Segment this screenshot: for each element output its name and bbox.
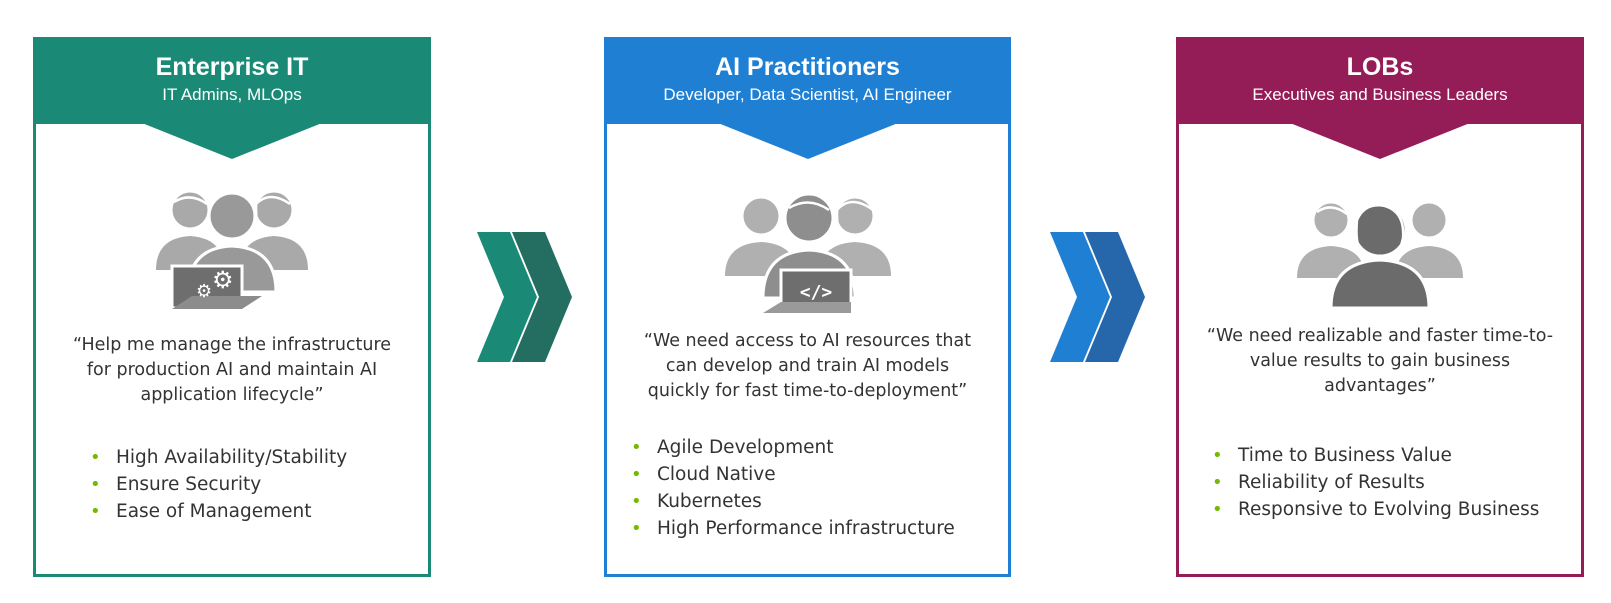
gear-icon: ⚙ <box>212 266 234 294</box>
list-item: • Reliability of Results <box>1212 469 1539 496</box>
persona-quote: “We need access to AI resources that can… <box>617 329 998 404</box>
header-pointer <box>712 121 903 159</box>
list-item-text: Responsive to Evolving Business <box>1238 499 1540 520</box>
bullet-dot: • <box>631 518 642 539</box>
needs-list: • Time to Business Value • Reliability of … <box>1212 442 1539 523</box>
quote-line: “We need realizable and faster time-to- <box>1206 326 1554 346</box>
list-item-text: Reliability of Results <box>1238 472 1425 493</box>
card-title: Enterprise IT <box>155 53 309 81</box>
gear-icon: ⚙ <box>196 281 212 302</box>
list-item: • Ensure Security <box>90 471 347 498</box>
business-leader-group-icon <box>1297 200 1463 308</box>
list-item-text: Ease of Management <box>116 501 312 522</box>
quote-line: “We need access to AI resources that <box>643 331 972 351</box>
card-subtitle: Executives and Business Leaders <box>1252 85 1508 104</box>
card-lobs: LOBs Executives and Business Leaders “We… <box>1176 37 1584 577</box>
header-pointer <box>1285 121 1475 159</box>
list-item-text: Ensure Security <box>116 474 262 495</box>
persona-quote: “We need realizable and faster time-to- … <box>1189 324 1571 399</box>
needs-list: • High Availability/Stability • Ensure Sec… <box>90 444 347 525</box>
list-item-text: High Performance infrastructure <box>657 518 955 539</box>
team-with-laptop-code-icon: </> <box>724 192 891 314</box>
list-item: • Time to Business Value <box>1212 442 1539 469</box>
bullet-dot: • <box>1212 445 1223 466</box>
bullet-dot: • <box>631 491 642 512</box>
card-ai-practitioners: AI Practitioners Developer, Data Scienti… <box>604 37 1011 577</box>
card-subtitle: Developer, Data Scientist, AI Engineer <box>663 85 952 104</box>
quote-line: quickly for fast time-to-deployment” <box>647 381 968 401</box>
card-header: Enterprise IT IT Admins, MLOps <box>33 37 431 159</box>
list-item: • Cloud Native <box>631 461 955 488</box>
list-item-text: Kubernetes <box>657 491 762 512</box>
card-header: LOBs Executives and Business Leaders <box>1176 37 1584 159</box>
card-title: AI Practitioners <box>715 53 900 81</box>
quote-line: advantages” <box>1324 376 1436 396</box>
list-item: • Agile Development <box>631 434 955 461</box>
card-title: LOBs <box>1346 53 1414 81</box>
bullet-dot: • <box>1212 472 1223 493</box>
persona-quote: “Help me manage the infrastructure for p… <box>46 333 418 408</box>
header-pointer <box>137 121 327 159</box>
list-item-text: High Availability/Stability <box>116 447 348 468</box>
quote-line: for production AI and maintain AI <box>86 360 378 380</box>
double-chevron-right-icon <box>477 232 572 362</box>
card-enterprise-it: Enterprise IT IT Admins, MLOps ⚙ ⚙ “Help… <box>33 37 431 577</box>
list-item: • Responsive to Evolving Business <box>1212 496 1539 523</box>
list-item-text: Time to Business Value <box>1238 445 1452 466</box>
bullet-dot: • <box>90 447 101 468</box>
team-with-laptop-gears-icon: ⚙ ⚙ <box>156 189 308 310</box>
card-header: AI Practitioners Developer, Data Scienti… <box>604 37 1011 159</box>
bullet-dot: • <box>631 464 642 485</box>
quote-line: value results to gain business <box>1249 351 1511 371</box>
list-item-text: Cloud Native <box>657 464 776 485</box>
card-subtitle: IT Admins, MLOps <box>162 85 302 104</box>
list-item: • High Performance infrastructure <box>631 515 955 542</box>
bullet-dot: • <box>631 437 642 458</box>
list-item: • High Availability/Stability <box>90 444 347 471</box>
needs-list: • Agile Development • Cloud Native • Kubern… <box>631 434 955 542</box>
list-item-text: Agile Development <box>657 437 834 458</box>
double-chevron-right-icon <box>1050 232 1145 362</box>
list-item: • Kubernetes <box>631 488 955 515</box>
bullet-dot: • <box>1212 499 1223 520</box>
quote-line: “Help me manage the infrastructure <box>72 335 392 355</box>
list-item: • Ease of Management <box>90 498 347 525</box>
bullet-dot: • <box>90 501 101 522</box>
bullet-dot: • <box>90 474 101 495</box>
quote-line: application lifecycle” <box>140 385 324 405</box>
quote-line: can develop and train AI models <box>665 356 950 376</box>
code-icon: </> <box>799 282 832 303</box>
